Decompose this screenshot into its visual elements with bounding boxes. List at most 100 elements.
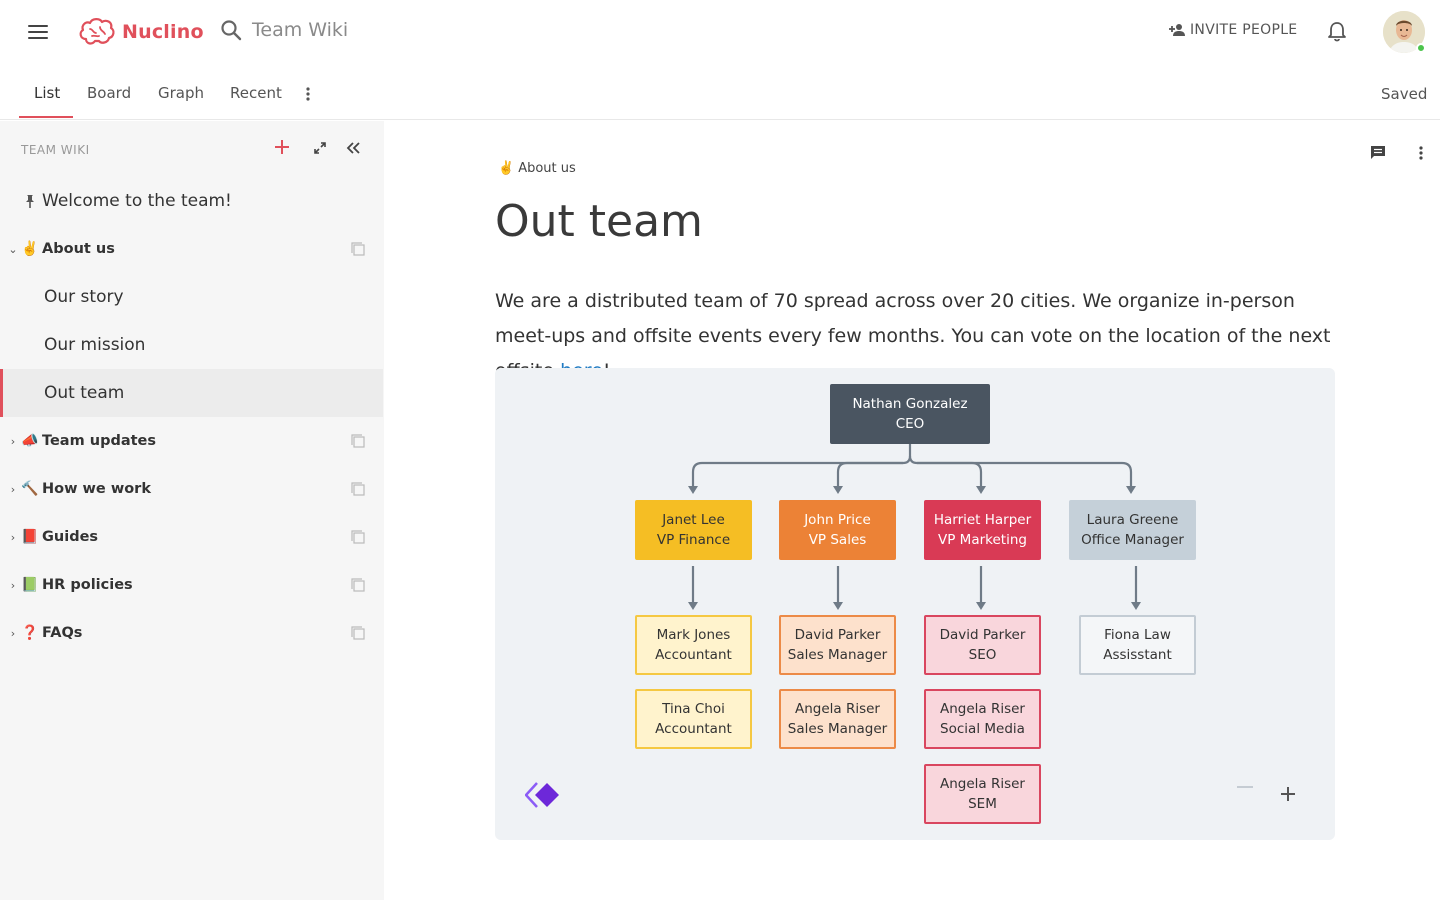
chevron-right-icon[interactable]: ›: [10, 578, 16, 592]
search-icon: [221, 20, 242, 41]
node-name: Angela Riser: [939, 701, 1025, 717]
diagram-logo-icon[interactable]: [525, 781, 563, 809]
sidebar-item-guides[interactable]: › 📕 Guides: [0, 513, 384, 561]
invite-people-button[interactable]: INVITE PEOPLE: [1168, 22, 1297, 38]
bell-icon[interactable]: [1327, 21, 1347, 43]
sidebar: TEAM WIKI Welcome to the team! ⌄ ✌️ Abou…: [0, 121, 384, 900]
copy-icon[interactable]: [351, 434, 365, 448]
more-vertical-icon[interactable]: [1419, 146, 1423, 160]
zoom-out-icon[interactable]: [1237, 785, 1253, 789]
chevron-down-icon[interactable]: ⌄: [8, 242, 18, 256]
sidebar-item-hr-policies[interactable]: › 📗 HR policies: [0, 561, 384, 609]
tab-graph[interactable]: Graph: [158, 84, 205, 102]
node-name: Nathan Gonzalez: [852, 396, 968, 412]
node-role: VP Finance: [656, 532, 731, 548]
node-role: Accountant: [655, 647, 732, 663]
node-name: Janet Lee: [662, 512, 725, 528]
node-name: Angela Riser: [794, 701, 880, 717]
chevron-right-icon[interactable]: ›: [10, 530, 16, 544]
chevron-right-icon[interactable]: ›: [10, 482, 16, 496]
zoom-in-icon[interactable]: [1280, 786, 1296, 802]
intro-paragraph[interactable]: We are a distributed team of 70 spread a…: [495, 284, 1345, 389]
node-name: Laura Greene: [1086, 512, 1179, 528]
green-book-icon: 📗: [21, 577, 39, 593]
tab-list[interactable]: List: [34, 84, 61, 102]
question-mark-icon: ❓: [21, 625, 39, 641]
sidebar-item-our-story[interactable]: Our story: [44, 287, 124, 307]
sidebar-item-about-us[interactable]: ⌄ ✌️ About us: [0, 225, 384, 273]
top-header: Nuclino Team Wiki INVITE PEOPLE: [0, 0, 1440, 66]
tab-recent[interactable]: Recent: [230, 84, 282, 102]
sidebar-item-how-we-work[interactable]: › 🔨 How we work: [0, 465, 384, 513]
node-name: David Parker: [794, 627, 881, 643]
victory-hand-icon: ✌️: [498, 161, 515, 176]
node-role: SEO: [968, 647, 997, 663]
copy-icon[interactable]: [351, 626, 365, 640]
save-status: Saved: [1381, 85, 1428, 103]
copy-icon[interactable]: [351, 242, 365, 256]
brand-name: Nuclino: [122, 21, 204, 43]
org-chart-connectors: [688, 444, 1141, 610]
node-role: Sales Manager: [787, 647, 888, 663]
node-name: Tina Choi: [662, 701, 725, 717]
invite-label: INVITE PEOPLE: [1190, 22, 1298, 38]
breadcrumb-label: About us: [518, 161, 576, 176]
sidebar-item-out-team[interactable]: Out team: [0, 369, 383, 417]
active-tab-indicator: [19, 116, 73, 118]
sidebar-item-team-updates[interactable]: › 📣 Team updates: [0, 417, 384, 465]
pin-icon: [26, 195, 34, 208]
workspace-search[interactable]: Team Wiki: [220, 19, 348, 41]
expand-icon[interactable]: [314, 142, 326, 154]
node-role: Sales Manager: [787, 721, 888, 737]
view-tabs: List Board Graph Recent Saved: [0, 66, 1440, 120]
node-role: Assisstant: [1103, 647, 1172, 663]
node-name: Fiona Law: [1104, 627, 1171, 643]
node-role: Accountant: [655, 721, 732, 737]
brand-logo[interactable]: Nuclino: [78, 17, 204, 47]
chevron-right-icon[interactable]: ›: [10, 626, 16, 640]
plus-icon[interactable]: [274, 139, 290, 155]
collapse-sidebar-icon[interactable]: [346, 142, 360, 154]
sidebar-item-our-mission[interactable]: Our mission: [44, 335, 146, 355]
megaphone-icon: 📣: [21, 433, 39, 449]
brain-icon: [79, 18, 115, 45]
sidebar-item-faqs[interactable]: › ❓ FAQs: [0, 609, 384, 657]
org-node-vp-finance[interactable]: Janet Lee VP Finance: [635, 500, 752, 560]
node-role: SEM: [968, 796, 997, 812]
node-name: Harriet Harper: [933, 512, 1032, 528]
page-title[interactable]: Out team: [495, 196, 703, 247]
victory-hand-icon: ✌️: [21, 241, 39, 257]
copy-icon[interactable]: [351, 578, 365, 592]
tab-board[interactable]: Board: [87, 84, 132, 102]
menu-icon[interactable]: [28, 25, 48, 41]
node-name: Mark Jones: [656, 627, 731, 643]
copy-icon[interactable]: [351, 530, 365, 544]
red-book-icon: 📕: [21, 529, 39, 545]
sidebar-item-welcome[interactable]: Welcome to the team!: [0, 177, 384, 225]
node-name: David Parker: [939, 627, 1026, 643]
breadcrumb[interactable]: ✌️ About us: [498, 161, 576, 176]
node-role: Social Media: [940, 721, 1025, 737]
workspace-name: Team Wiki: [252, 19, 349, 41]
comments-icon[interactable]: [1370, 145, 1386, 161]
more-vertical-icon[interactable]: [306, 87, 310, 101]
chevron-right-icon[interactable]: ›: [10, 434, 16, 448]
node-name: Angela Riser: [939, 776, 1025, 792]
copy-icon[interactable]: [351, 482, 365, 496]
paragraph-text: We are a distributed team of 70 spread a…: [495, 290, 1331, 382]
hammer-icon: 🔨: [21, 481, 39, 497]
node-role: Office Manager: [1081, 532, 1184, 548]
